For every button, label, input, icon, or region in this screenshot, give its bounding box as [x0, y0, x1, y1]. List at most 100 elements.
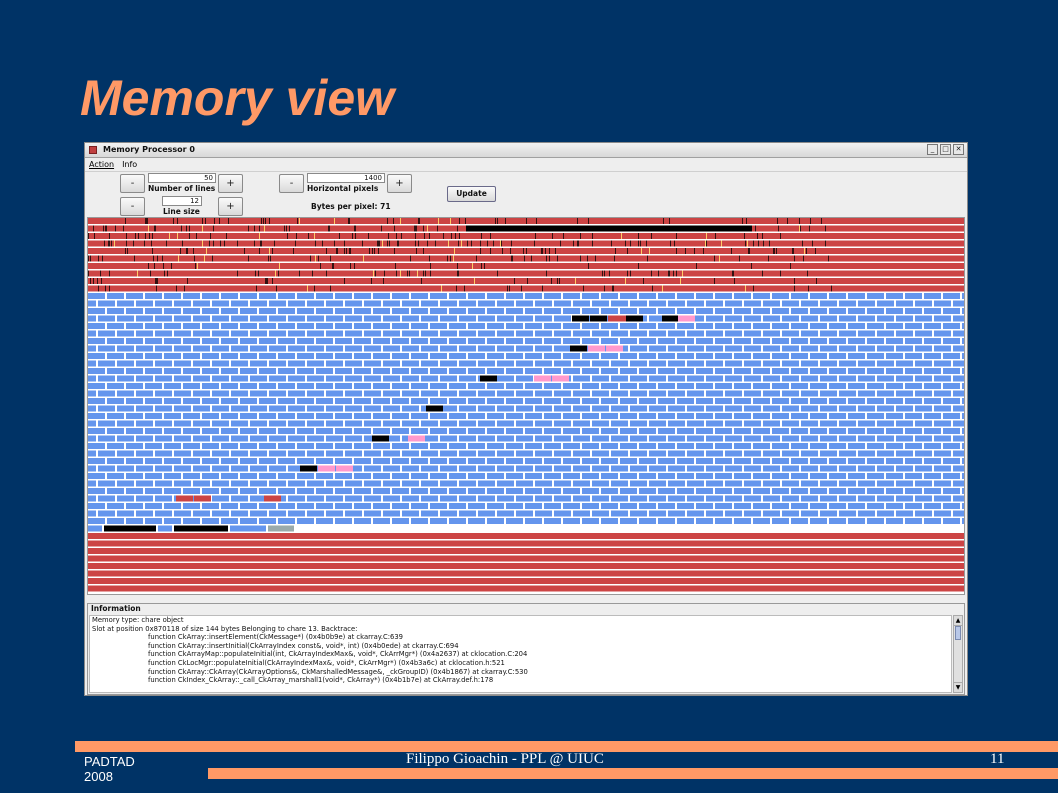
memory-block[interactable] [638, 263, 639, 269]
memory-block[interactable] [174, 345, 191, 352]
memory-block[interactable] [250, 495, 267, 502]
memory-block[interactable] [88, 518, 105, 524]
memory-block[interactable] [791, 338, 808, 344]
memory-block[interactable] [706, 240, 707, 247]
memory-block[interactable] [497, 315, 514, 322]
memory-block[interactable] [602, 270, 603, 277]
memory-block[interactable] [107, 353, 124, 359]
memory-block[interactable] [573, 495, 590, 502]
memory-block[interactable] [744, 345, 761, 352]
memory-block[interactable] [800, 225, 801, 232]
memory-block[interactable] [687, 480, 704, 487]
memory-block[interactable] [326, 300, 343, 307]
memory-block[interactable] [449, 368, 466, 374]
memory-block[interactable] [639, 473, 656, 479]
memory-block[interactable] [181, 225, 182, 232]
memory-block[interactable] [383, 450, 400, 457]
hpixels-plus-button[interactable]: + [387, 174, 412, 193]
memory-block[interactable] [372, 248, 373, 254]
memory-block[interactable] [88, 270, 964, 277]
memory-block[interactable] [877, 480, 894, 487]
memory-block[interactable] [259, 368, 276, 374]
memory-block[interactable] [221, 518, 238, 524]
memory-block[interactable] [88, 360, 96, 367]
memory-block[interactable] [381, 225, 382, 232]
memory-block[interactable] [744, 330, 761, 337]
memory-block[interactable] [456, 285, 457, 292]
memory-block[interactable] [582, 353, 599, 359]
scroll-thumb[interactable] [955, 626, 961, 640]
memory-block[interactable] [373, 443, 390, 449]
memory-block[interactable] [88, 435, 96, 442]
memory-block[interactable] [88, 570, 964, 577]
memory-block[interactable] [472, 263, 473, 269]
memory-block[interactable] [739, 255, 740, 262]
memory-block[interactable] [136, 510, 153, 517]
memory-block[interactable] [497, 390, 514, 397]
memory-block[interactable] [725, 390, 742, 397]
memory-block[interactable] [268, 525, 294, 532]
memory-block[interactable] [117, 360, 134, 367]
memory-block[interactable] [387, 218, 388, 224]
memory-block[interactable] [658, 458, 675, 464]
memory-block[interactable] [801, 315, 818, 322]
memory-block[interactable] [383, 330, 400, 337]
memory-block[interactable] [335, 413, 352, 419]
memory-block[interactable] [449, 458, 466, 464]
memory-block[interactable] [706, 435, 723, 442]
memory-block[interactable] [953, 435, 964, 442]
memory-block[interactable] [867, 488, 884, 494]
memory-block[interactable] [601, 518, 618, 524]
memory-block[interactable] [734, 518, 751, 524]
memory-block[interactable] [877, 330, 894, 337]
memory-block[interactable] [858, 480, 875, 487]
memory-block[interactable] [345, 495, 362, 502]
memory-block[interactable] [330, 255, 331, 262]
memory-block[interactable] [525, 383, 542, 389]
memory-block[interactable] [468, 488, 485, 494]
memory-block[interactable] [487, 240, 488, 247]
memory-block[interactable] [934, 390, 951, 397]
memory-block[interactable] [326, 510, 343, 517]
memory-block[interactable] [468, 383, 485, 389]
memory-block[interactable] [544, 308, 561, 314]
memory-block[interactable] [183, 353, 200, 359]
memory-block[interactable] [787, 218, 788, 224]
memory-block[interactable] [134, 255, 135, 262]
memory-block[interactable] [326, 495, 343, 502]
memory-block[interactable] [630, 405, 647, 412]
memory-block[interactable] [228, 218, 229, 224]
memory-block[interactable] [98, 420, 115, 427]
memory-block[interactable] [751, 263, 752, 269]
memory-block[interactable] [307, 405, 324, 412]
memory-block[interactable] [762, 270, 763, 277]
memory-block[interactable] [810, 308, 827, 314]
memory-block[interactable] [153, 255, 154, 262]
line-size-minus-button[interactable]: - [120, 197, 145, 216]
memory-block[interactable] [345, 405, 362, 412]
memory-block[interactable] [772, 488, 789, 494]
memory-block[interactable] [725, 510, 742, 517]
memory-block[interactable] [259, 353, 276, 359]
memory-block[interactable] [555, 248, 556, 254]
memory-block[interactable] [88, 278, 964, 284]
memory-block[interactable] [668, 390, 685, 397]
memory-block[interactable] [269, 450, 286, 457]
memory-block[interactable] [106, 225, 107, 232]
memory-block[interactable] [266, 278, 267, 284]
memory-block[interactable] [240, 368, 257, 374]
memory-block[interactable] [886, 383, 903, 389]
memory-block[interactable] [549, 248, 550, 254]
memory-block[interactable] [934, 345, 951, 352]
memory-block[interactable] [673, 270, 674, 277]
memory-block[interactable] [440, 375, 457, 382]
memory-block[interactable] [136, 360, 153, 367]
memory-block[interactable] [915, 375, 932, 382]
memory-block[interactable] [392, 368, 409, 374]
memory-block[interactable] [848, 368, 865, 374]
memory-block[interactable] [677, 428, 694, 434]
memory-block[interactable] [373, 413, 390, 419]
memory-block[interactable] [430, 323, 447, 329]
memory-block[interactable] [407, 270, 408, 277]
memory-block[interactable] [896, 405, 913, 412]
